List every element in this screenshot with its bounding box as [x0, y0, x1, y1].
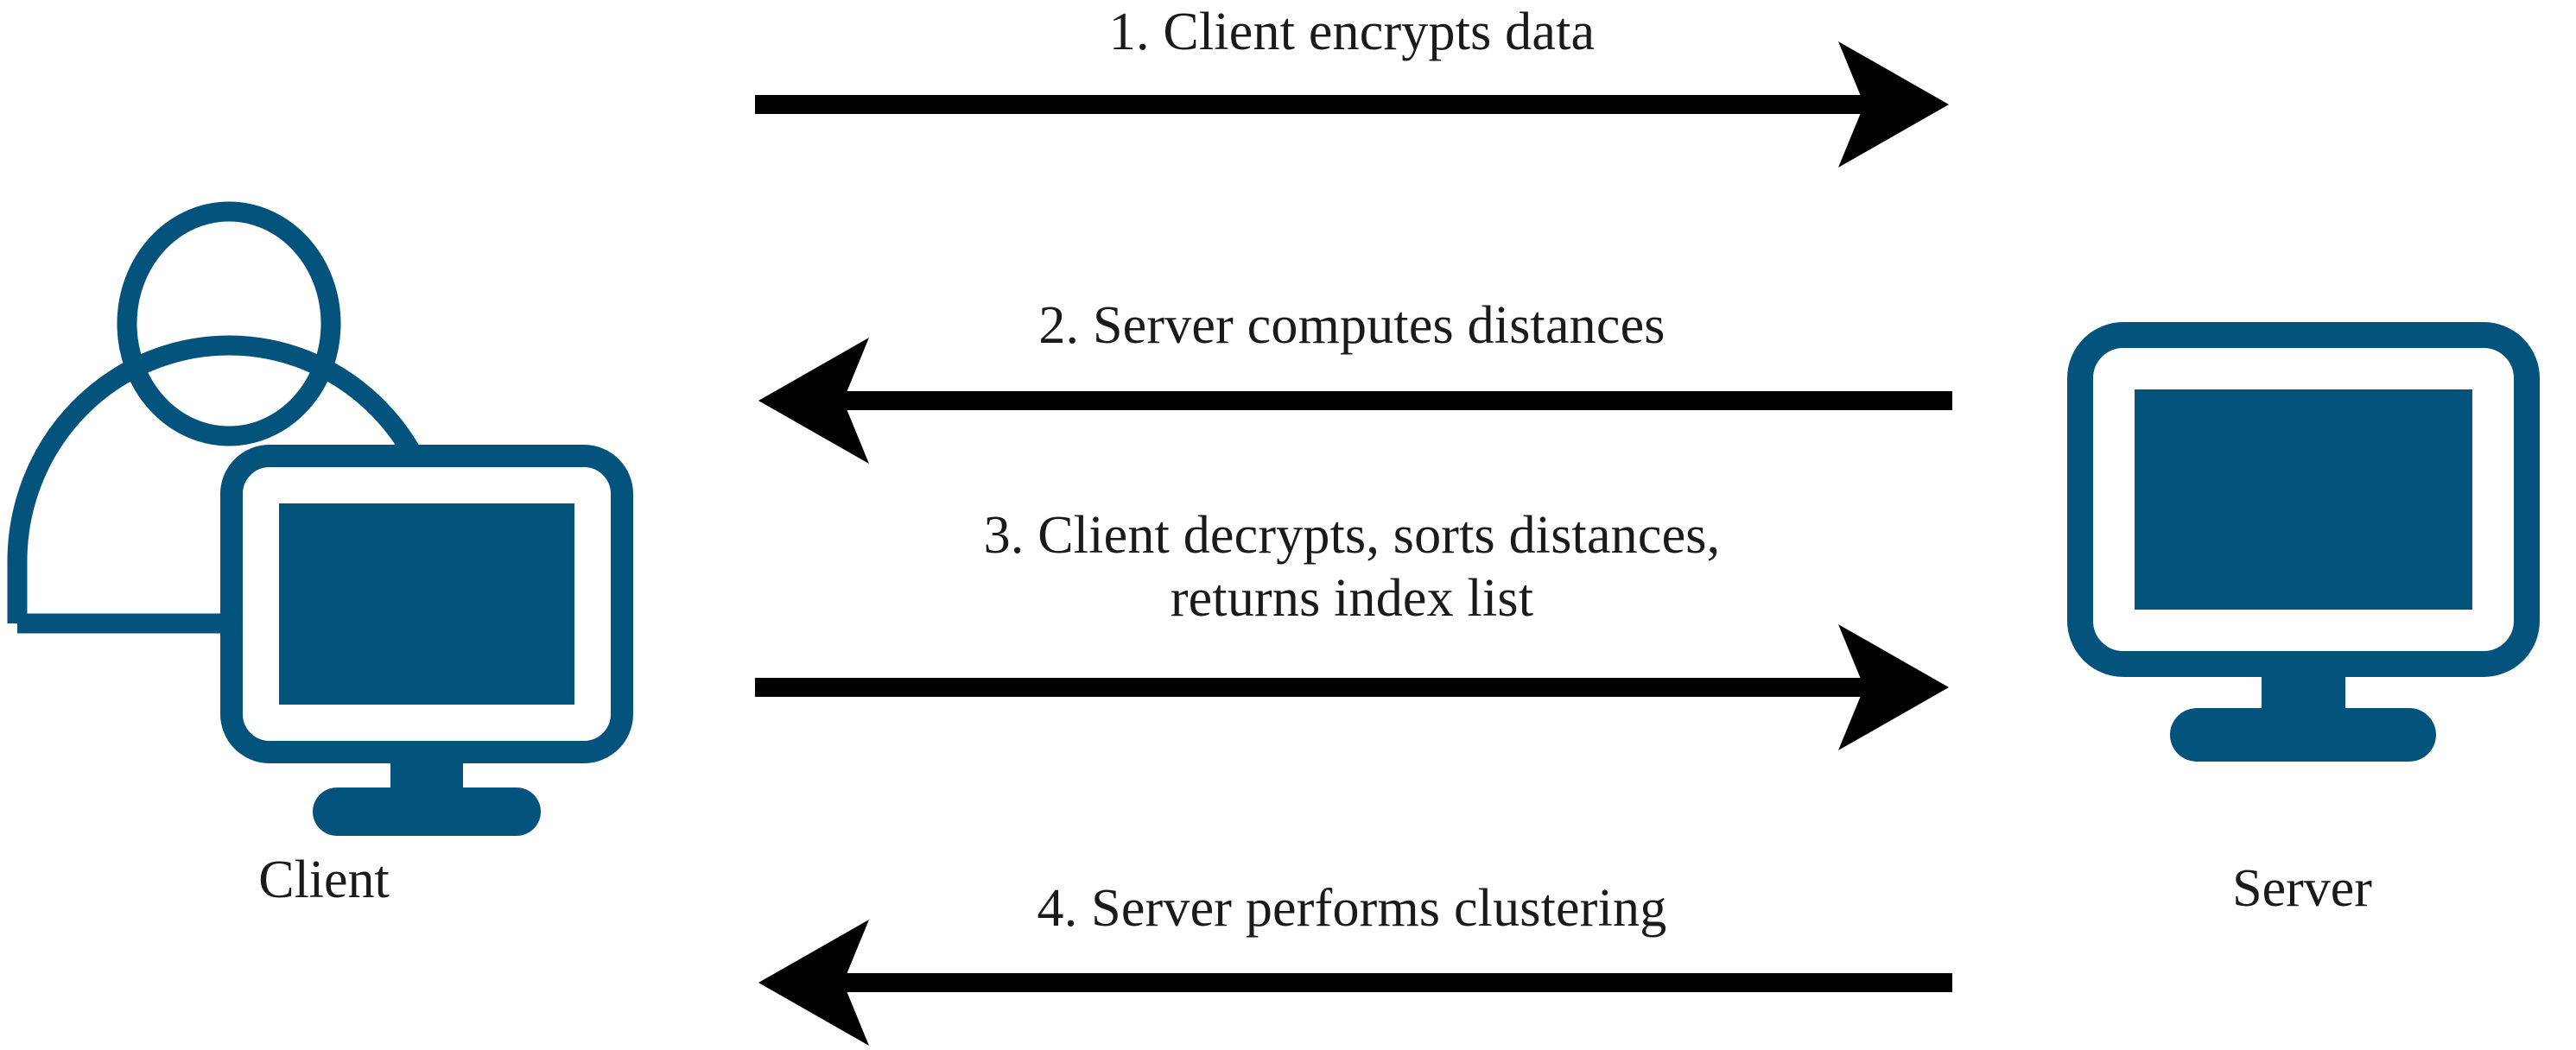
message-label-step-2-line-1: 2. Server computes distances	[1038, 296, 1666, 355]
server-monitor-screen-icon	[2135, 389, 2472, 610]
message-label-step-3: 3. Client decrypts, sorts distances, ret…	[755, 504, 1949, 630]
message-label-step-2: 2. Server computes distances	[755, 294, 1949, 359]
message-label-step-3-line-2: returns index list	[1170, 569, 1534, 629]
client-icon	[7, 201, 633, 836]
server-monitor-base-icon	[2170, 708, 2436, 762]
arrow-left-step-4	[758, 920, 1952, 1046]
message-label-step-4-line-1: 4. Server performs clustering	[1037, 879, 1667, 938]
client-monitor-base-icon	[313, 788, 541, 836]
person-head-icon	[117, 201, 341, 446]
client-endpoint-label: Client	[258, 851, 390, 909]
message-label-step-3-line-1: 3. Client decrypts, sorts distances,	[983, 506, 1721, 565]
message-label-step-1: 1. Client encrypts data	[755, 0, 1949, 66]
client-monitor-screen-icon	[279, 503, 574, 705]
arrow-right-step-3	[755, 624, 1949, 750]
server-icon	[2067, 322, 2540, 762]
message-label-step-1-line-1: 1. Client encrypts data	[1108, 3, 1596, 61]
message-label-step-4: 4. Server performs clustering	[755, 876, 1949, 942]
arrow-left-step-2	[758, 338, 1952, 464]
server-endpoint-label: Server	[2232, 859, 2372, 918]
arrow-right-step-1	[755, 41, 1949, 168]
